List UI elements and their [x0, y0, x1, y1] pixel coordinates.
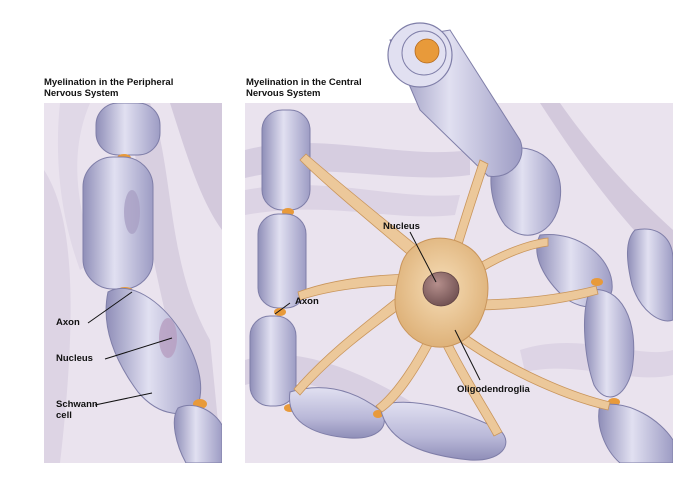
- schwann-nucleus: [159, 318, 177, 358]
- nucleus-leader-line: [409, 231, 437, 283]
- label-axon-central: Axon: [295, 296, 319, 307]
- axon-leader-line: [87, 291, 133, 324]
- oligodendroglia-leader-line: [454, 329, 481, 381]
- label-oligodendroglia: Oligodendroglia: [457, 384, 530, 395]
- schwann-leader-line: [94, 392, 153, 406]
- axon-leader-line: [274, 302, 291, 315]
- oligodendrocyte-nucleus: [422, 271, 460, 307]
- nucleus-leader-line: [104, 337, 173, 360]
- central-panel: [245, 22, 673, 463]
- label-schwann-line1: Schwann: [56, 399, 98, 410]
- peripheral-title: Myelination in the Peripheral Nervous Sy…: [44, 77, 173, 99]
- label-nucleus-peripheral: Nucleus: [56, 353, 93, 364]
- label-axon-peripheral: Axon: [56, 317, 80, 328]
- label-nucleus-central: Nucleus: [383, 221, 420, 232]
- node-of-ranvier: [591, 278, 603, 286]
- oligodendrocyte-processes: [293, 153, 611, 437]
- central-title-line2: Nervous System: [246, 88, 321, 99]
- schwann-cell-chain: [82, 103, 222, 463]
- central-title-line1: Myelination in the Central: [246, 77, 362, 88]
- peripheral-title-line2: Nervous System: [44, 88, 119, 99]
- peripheral-title-line1: Myelination in the Peripheral: [44, 77, 174, 88]
- label-schwann-cell: Schwann cell: [56, 399, 98, 421]
- myelin-cross-section: [387, 22, 523, 177]
- label-schwann-line2: cell: [56, 410, 72, 421]
- peripheral-panel: [44, 103, 222, 463]
- central-title: Myelination in the Central Nervous Syste…: [246, 77, 362, 99]
- myelinated-axons: [249, 109, 673, 463]
- node-of-ranvier: [274, 308, 286, 316]
